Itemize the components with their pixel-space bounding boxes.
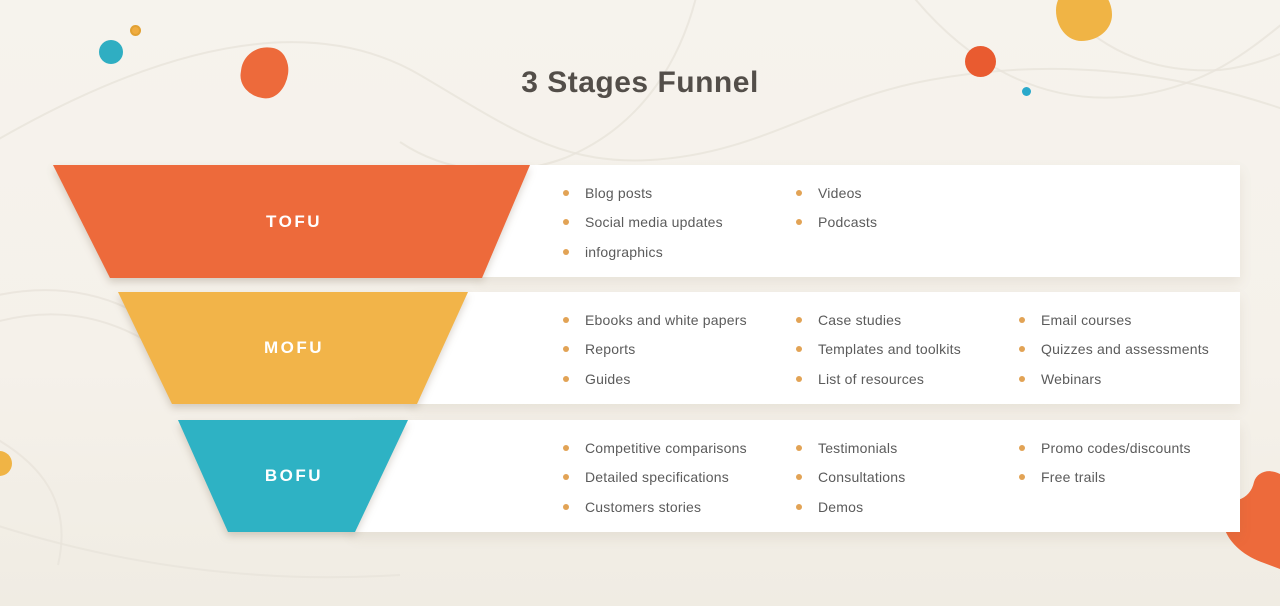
content-item: Templates and toolkits bbox=[793, 335, 1026, 365]
content-item-label: Competitive comparisons bbox=[585, 439, 747, 456]
content-item-label: Consultations bbox=[818, 469, 906, 486]
orange-splat-decoration bbox=[1222, 471, 1280, 569]
content-item: Ebooks and white papers bbox=[560, 305, 793, 335]
content-item-label: Videos bbox=[818, 184, 862, 201]
teal-circle-decoration bbox=[99, 40, 123, 64]
content-item-label: Ebooks and white papers bbox=[585, 311, 747, 328]
bullet-dot-icon bbox=[1019, 375, 1025, 382]
stage-card-mofu bbox=[414, 292, 1240, 404]
content-item-label: Social media updates bbox=[585, 214, 723, 231]
content-item: Customers stories bbox=[560, 492, 793, 522]
bullet-dot-icon bbox=[796, 346, 802, 353]
content-item: Webinars bbox=[1016, 364, 1249, 394]
yellow-half-circle-decoration bbox=[0, 451, 12, 476]
bullet-dot-icon bbox=[563, 444, 569, 451]
content-item-label: Guides bbox=[585, 370, 631, 387]
content-item-label: infographics bbox=[585, 243, 663, 260]
content-item: Podcasts bbox=[793, 208, 1026, 238]
bullet-dot-icon bbox=[563, 248, 569, 255]
bullet-dot-icon bbox=[796, 474, 802, 481]
content-item-label: Templates and toolkits bbox=[818, 341, 961, 358]
bullet-dot-icon bbox=[796, 189, 802, 196]
content-item: Reports bbox=[560, 335, 793, 365]
content-item: Videos bbox=[793, 178, 1026, 208]
content-item-label: Quizzes and assessments bbox=[1041, 341, 1210, 358]
funnel-shape-wrap bbox=[0, 420, 1280, 532]
content-item: Blog posts bbox=[560, 178, 793, 208]
bullet-dot-icon bbox=[796, 219, 802, 226]
content-item-label: Customers stories bbox=[585, 498, 702, 515]
stage-card-tofu bbox=[480, 165, 1240, 277]
bullet-dot-icon bbox=[796, 503, 802, 510]
yellow-dot-decoration bbox=[130, 25, 141, 36]
content-item-label: Free trails bbox=[1041, 469, 1106, 486]
content-item: Testimonials bbox=[793, 433, 1026, 463]
content-item: Promo codes/discounts bbox=[1016, 433, 1249, 463]
content-item-label: Detailed specifications bbox=[585, 469, 729, 486]
stage-label-tofu: TOFU bbox=[266, 211, 322, 231]
content-item-label: Blog posts bbox=[585, 184, 653, 201]
content-item-label: Email courses bbox=[1041, 311, 1132, 328]
funnel-shape-wrap bbox=[0, 292, 1280, 404]
content-item-label: Testimonials bbox=[818, 439, 898, 456]
bullet-dot-icon bbox=[796, 375, 802, 382]
content-item-label: List of resources bbox=[818, 370, 925, 387]
bullet-dot-icon bbox=[796, 316, 802, 323]
content-item-label: Case studies bbox=[818, 311, 902, 328]
content-item: Email courses bbox=[1016, 305, 1249, 335]
content-item: Guides bbox=[560, 364, 793, 394]
bullet-dot-icon bbox=[563, 474, 569, 481]
funnel-segment-tofu bbox=[53, 165, 530, 278]
bullet-dot-icon bbox=[563, 316, 569, 323]
bullet-dot-icon bbox=[563, 375, 569, 382]
content-item: Case studies bbox=[793, 305, 1026, 335]
bullet-dot-icon bbox=[563, 503, 569, 510]
content-item-label: Podcasts bbox=[818, 214, 878, 231]
content-item: Detailed specifications bbox=[560, 463, 793, 493]
orange-circle-decoration bbox=[965, 46, 996, 77]
content-item: Demos bbox=[793, 492, 1026, 522]
bullet-dot-icon bbox=[1019, 316, 1025, 323]
content-item: Free trails bbox=[1016, 463, 1249, 493]
content-item-label: Promo codes/discounts bbox=[1041, 439, 1191, 456]
content-item: infographics bbox=[560, 237, 793, 267]
bullet-dot-icon bbox=[563, 189, 569, 196]
content-item-label: Demos bbox=[818, 498, 864, 515]
bullet-dot-icon bbox=[1019, 346, 1025, 353]
orange-splat-path bbox=[1222, 471, 1280, 569]
content-item: Competitive comparisons bbox=[560, 433, 793, 463]
content-item: Consultations bbox=[793, 463, 1026, 493]
content-item: List of resources bbox=[793, 364, 1026, 394]
funnel-shape-wrap bbox=[0, 165, 1280, 278]
content-item: Quizzes and assessments bbox=[1016, 335, 1249, 365]
bullet-dot-icon bbox=[1019, 444, 1025, 451]
page-title: 3 Stages Funnel bbox=[521, 66, 759, 99]
bullet-dot-icon bbox=[563, 219, 569, 226]
teal-dot-decoration bbox=[1022, 87, 1031, 96]
funnel-segment-mofu bbox=[118, 292, 468, 404]
bullet-dot-icon bbox=[796, 444, 802, 451]
bullet-dot-icon bbox=[1019, 474, 1025, 481]
content-item-label: Reports bbox=[585, 341, 636, 358]
bullet-dot-icon bbox=[563, 346, 569, 353]
stage-label-mofu: MOFU bbox=[263, 338, 325, 357]
content-item: Social media updates bbox=[560, 208, 793, 238]
content-item-label: Webinars bbox=[1041, 370, 1102, 387]
stage-label-bofu: BOFU bbox=[264, 466, 324, 485]
